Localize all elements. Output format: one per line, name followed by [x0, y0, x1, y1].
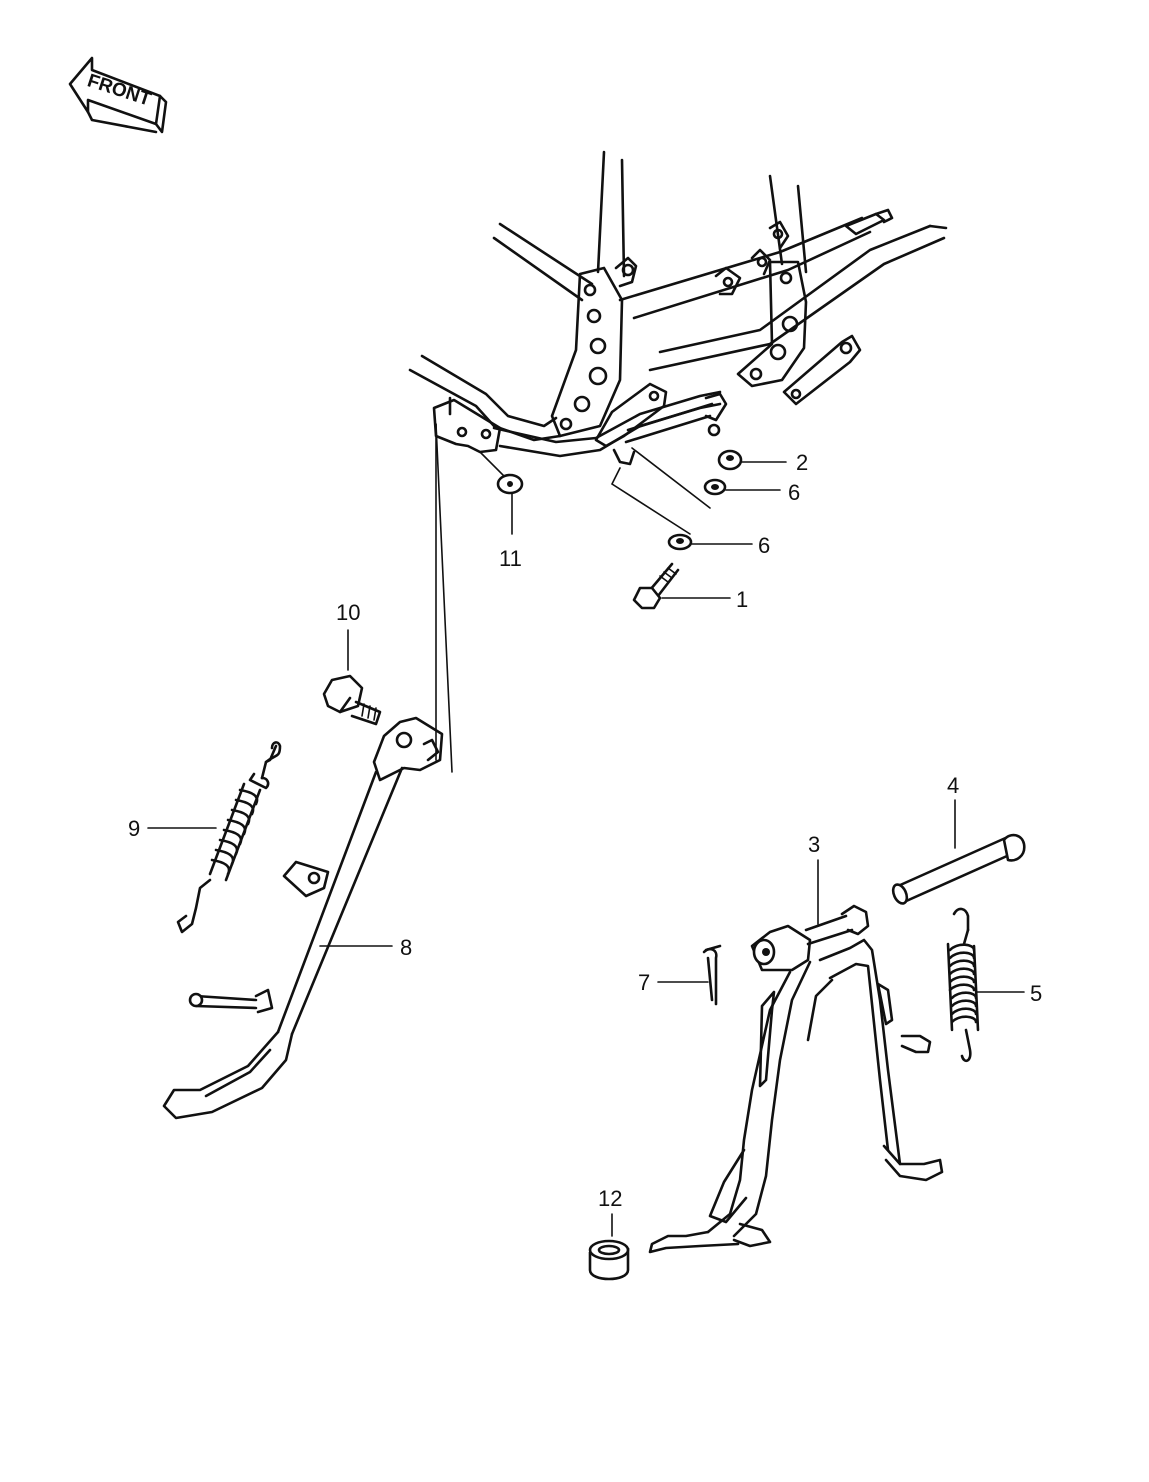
washer-6-upper — [703, 478, 727, 496]
callout-4: 4 — [947, 773, 959, 798]
callout-5: 5 — [1030, 981, 1042, 1006]
leader-8-pivot-b — [435, 423, 453, 773]
side-stand-8 — [162, 716, 444, 1120]
washer-6-lower — [667, 533, 693, 551]
callout-6-lower: 6 — [758, 533, 770, 558]
callout-1: 1 — [736, 587, 748, 612]
frame — [408, 150, 948, 466]
spring-9 — [176, 741, 282, 934]
callout-10: 10 — [336, 600, 360, 625]
leader-6a-frame — [631, 447, 711, 509]
callout-9: 9 — [128, 816, 140, 841]
front-arrow-icon: FRONT — [68, 56, 168, 134]
sleeve-12 — [588, 1239, 630, 1281]
leader-6b-frame — [610, 467, 691, 535]
callout-7: 7 — [638, 970, 650, 995]
spring-5 — [946, 907, 980, 1063]
bolt-1 — [632, 562, 680, 610]
center-stand-3 — [648, 904, 944, 1254]
cotter-pin-7 — [702, 944, 722, 1006]
callout-12: 12 — [598, 1186, 622, 1211]
nut-2 — [717, 449, 743, 471]
pin-4 — [891, 833, 1026, 905]
callout-8: 8 — [400, 935, 412, 960]
nut-11 — [496, 473, 524, 495]
callout-2: 2 — [796, 450, 808, 475]
callout-6-upper: 6 — [788, 480, 800, 505]
callout-11: 11 — [499, 546, 522, 571]
bolt-10 — [322, 674, 382, 726]
callout-3: 3 — [808, 832, 820, 857]
